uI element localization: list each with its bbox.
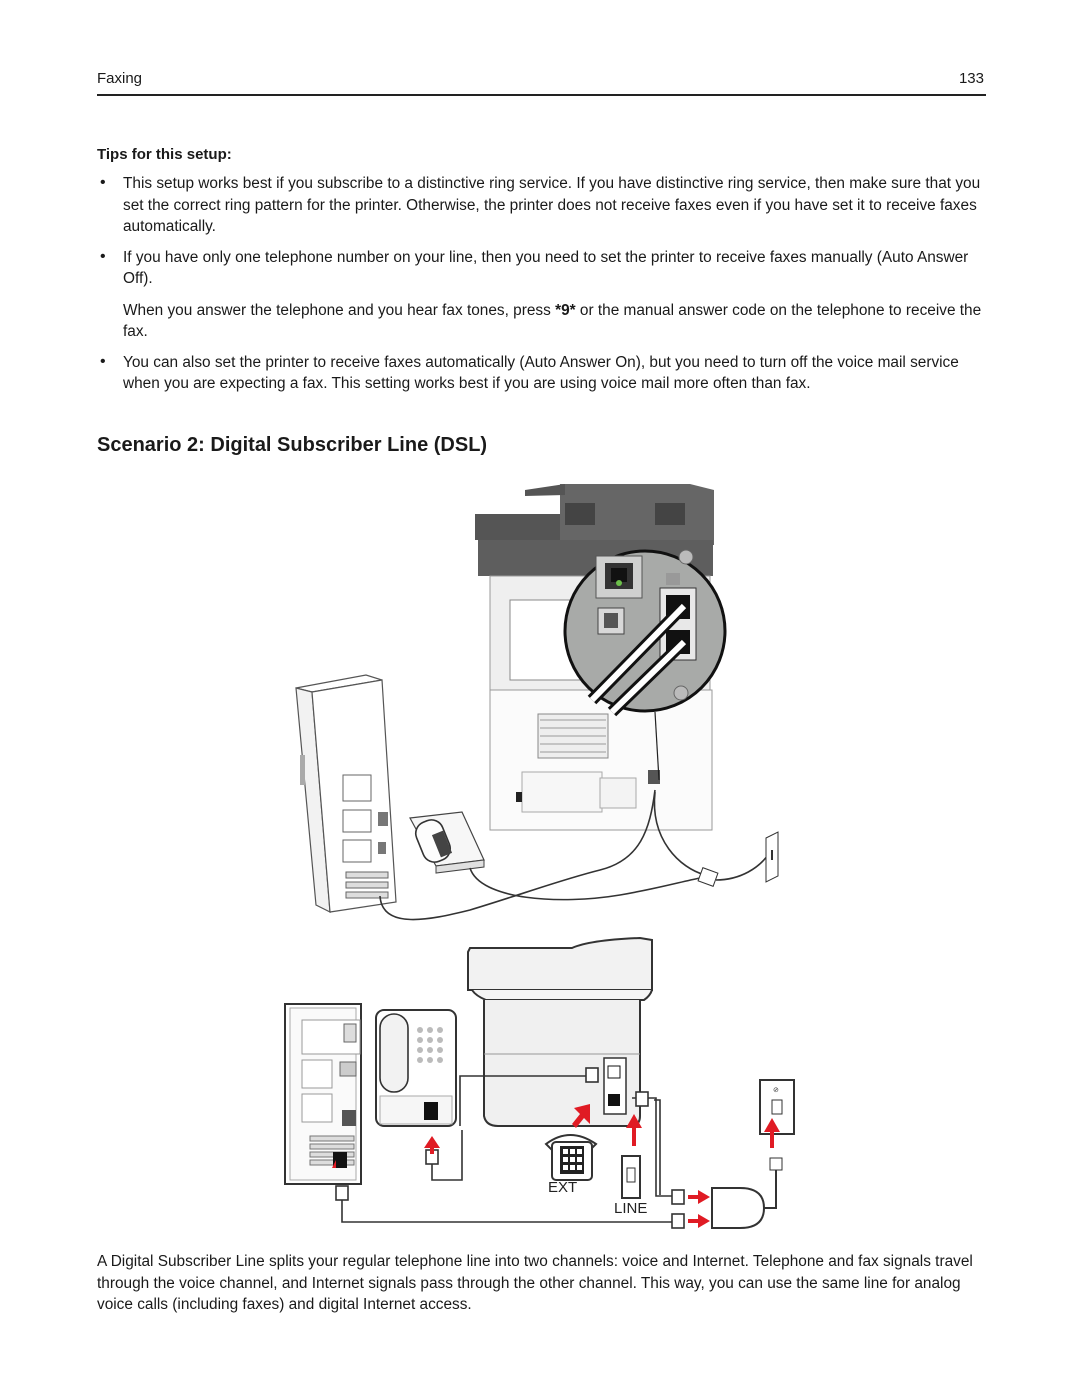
connection-arrows [332, 1104, 780, 1228]
scenario-heading: Scenario 2: Digital Subscriber Line (DSL… [97, 434, 488, 456]
svg-text:⊘: ⊘ [773, 1087, 779, 1094]
wall-jack-schematic-icon [621, 1155, 641, 1199]
bullet-icon: • [100, 352, 106, 370]
arrow-icon [688, 1190, 710, 1204]
bullet-icon: • [100, 174, 106, 191]
list-item: • If you have only one telephone number … [97, 247, 992, 343]
page-number: 133 [958, 70, 984, 87]
wall-jack-right-icon: ⊘ [759, 1079, 795, 1135]
list-item: • You can also set the printer to receiv… [97, 352, 992, 395]
dsl-filter-icon [711, 1157, 783, 1229]
tip-text: This setup works best if you subscribe t… [123, 175, 981, 235]
figure-caption: A Digital Subscriber Line splits your re… [97, 1251, 992, 1316]
section-title: Faxing [97, 70, 143, 87]
arrow-icon [424, 1136, 440, 1154]
arrow-icon [332, 1160, 336, 1168]
list-item: • This setup works best if you subscribe… [97, 173, 992, 238]
computer-tower-icon [295, 674, 397, 914]
computer-schematic-icon [284, 1003, 362, 1185]
tip-text: If you have only one telephone number on… [123, 248, 969, 288]
extension-phone-icon [544, 1134, 598, 1181]
ext-label: EXT [548, 1179, 577, 1196]
fax-port-magnifier [563, 549, 727, 781]
telephone-icon [409, 811, 485, 874]
cable-lines [335, 1067, 685, 1229]
arrow-icon [626, 1114, 642, 1146]
tips-list: • This setup works best if you subscribe… [97, 173, 992, 404]
line-label: LINE [614, 1200, 647, 1217]
caption-text: A Digital Subscriber Line splits your re… [97, 1253, 973, 1313]
tip-text: You can also set the printer to receive … [123, 353, 959, 393]
answer-code: *9* [555, 301, 576, 319]
arrow-icon [688, 1214, 710, 1228]
tip-subparagraph: When you answer the telephone and you he… [123, 301, 982, 341]
bullet-icon: • [100, 247, 106, 265]
telephone-schematic-icon [375, 1009, 457, 1127]
arrow-icon [764, 1118, 780, 1148]
wall-jack-icon [765, 831, 779, 883]
arrow-icon [572, 1104, 590, 1128]
page-header: Faxing 133 [97, 70, 986, 96]
tips-heading: Tips for this setup: [97, 146, 232, 163]
printer-schematic-icon [467, 936, 653, 1127]
